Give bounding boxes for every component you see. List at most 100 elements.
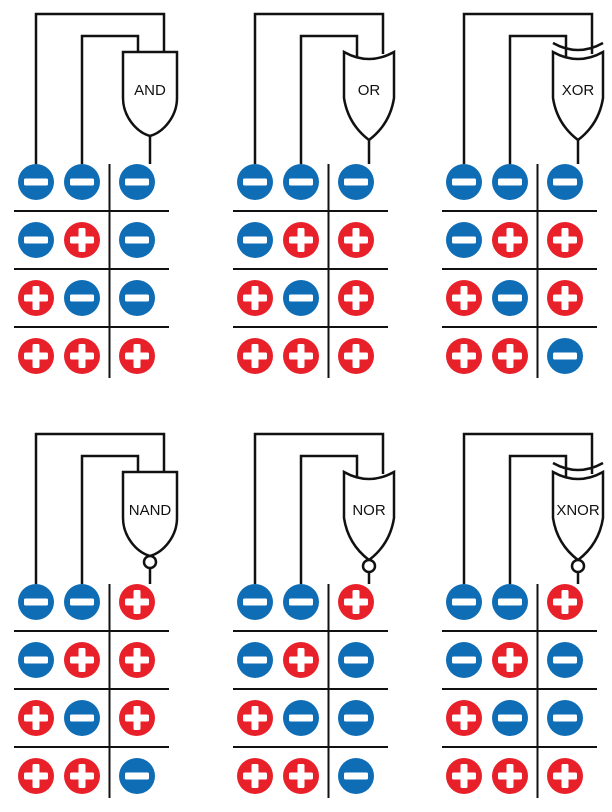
minus-icon bbox=[553, 178, 577, 186]
minus-token-3-0-1 bbox=[64, 584, 100, 620]
minus-icon bbox=[125, 294, 149, 302]
or-gate: OR bbox=[342, 49, 396, 142]
minus-icon bbox=[125, 772, 149, 780]
input-wire-a bbox=[253, 432, 385, 584]
plus-icon bbox=[289, 228, 313, 252]
plus-icon bbox=[243, 764, 267, 788]
plus-token-2-1-2 bbox=[547, 222, 583, 258]
input-wire-b bbox=[80, 34, 140, 164]
minus-token-2-2-1 bbox=[492, 280, 528, 316]
minus-token-4-0-0 bbox=[237, 584, 273, 620]
gate-label-or: OR bbox=[358, 82, 381, 99]
truth-table-row bbox=[446, 222, 583, 258]
plus-token-5-0-2 bbox=[547, 584, 583, 620]
input-wire-a bbox=[34, 12, 166, 164]
minus-token-3-3-2 bbox=[119, 758, 155, 794]
plus-token-4-0-2 bbox=[338, 584, 374, 620]
input-wire-a bbox=[462, 12, 594, 164]
minus-token-0-0-0 bbox=[18, 164, 54, 200]
minus-icon bbox=[70, 294, 94, 302]
plus-token-4-1-1 bbox=[283, 642, 319, 678]
minus-token-3-1-0 bbox=[18, 642, 54, 678]
truth-table-row bbox=[237, 280, 374, 316]
plus-icon bbox=[344, 286, 368, 310]
plus-token-0-2-0 bbox=[18, 280, 54, 316]
minus-icon bbox=[498, 598, 522, 606]
plus-token-5-3-1 bbox=[492, 758, 528, 794]
xor-input-arc bbox=[552, 41, 604, 52]
minus-token-5-2-2 bbox=[547, 700, 583, 736]
truth-table-or bbox=[237, 164, 374, 374]
nor-gate: NOR bbox=[342, 469, 396, 562]
plus-icon bbox=[452, 344, 476, 368]
minus-token-2-0-1 bbox=[492, 164, 528, 200]
plus-token-1-1-2 bbox=[338, 222, 374, 258]
plus-icon bbox=[553, 228, 577, 252]
minus-icon bbox=[289, 714, 313, 722]
input-wire-a bbox=[34, 432, 166, 584]
plus-icon bbox=[70, 648, 94, 672]
plus-token-0-3-2 bbox=[119, 338, 155, 374]
minus-icon bbox=[125, 236, 149, 244]
truth-table-row bbox=[18, 584, 155, 620]
plus-token-3-1-2 bbox=[119, 642, 155, 678]
inversion-bubble bbox=[361, 558, 377, 574]
plus-token-1-1-1 bbox=[283, 222, 319, 258]
truth-table-row bbox=[18, 758, 155, 794]
minus-token-4-2-1 bbox=[283, 700, 319, 736]
xor-gate: XOR bbox=[551, 41, 605, 142]
inversion-bubble bbox=[142, 554, 158, 570]
plus-icon bbox=[452, 286, 476, 310]
minus-icon bbox=[344, 772, 368, 780]
minus-token-5-1-0 bbox=[446, 642, 482, 678]
input-wire-b bbox=[80, 454, 140, 584]
plus-icon bbox=[452, 706, 476, 730]
plus-token-2-3-1 bbox=[492, 338, 528, 374]
minus-icon bbox=[70, 714, 94, 722]
plus-token-2-2-2 bbox=[547, 280, 583, 316]
minus-token-4-1-2 bbox=[338, 642, 374, 678]
minus-icon bbox=[498, 714, 522, 722]
minus-token-1-2-1 bbox=[283, 280, 319, 316]
plus-token-1-3-0 bbox=[237, 338, 273, 374]
minus-token-2-0-0 bbox=[446, 164, 482, 200]
minus-icon bbox=[452, 598, 476, 606]
minus-icon bbox=[498, 294, 522, 302]
minus-token-5-0-0 bbox=[446, 584, 482, 620]
gate-label-xnor: XNOR bbox=[556, 502, 600, 519]
minus-icon bbox=[553, 656, 577, 664]
minus-token-4-1-0 bbox=[237, 642, 273, 678]
truth-table-row bbox=[446, 758, 583, 794]
plus-token-3-1-1 bbox=[64, 642, 100, 678]
plus-icon bbox=[553, 590, 577, 614]
minus-icon bbox=[243, 598, 267, 606]
minus-token-2-0-2 bbox=[547, 164, 583, 200]
minus-icon bbox=[344, 178, 368, 186]
minus-icon bbox=[553, 714, 577, 722]
truth-table-row bbox=[18, 642, 155, 678]
truth-table-row bbox=[237, 642, 374, 678]
truth-table-row bbox=[237, 164, 374, 200]
plus-token-1-2-0 bbox=[237, 280, 273, 316]
plus-token-0-3-1 bbox=[64, 338, 100, 374]
minus-icon bbox=[553, 352, 577, 360]
minus-icon bbox=[243, 656, 267, 664]
input-wire-b bbox=[508, 454, 568, 584]
minus-token-0-2-2 bbox=[119, 280, 155, 316]
gate-label-xor: XOR bbox=[562, 82, 595, 99]
minus-token-1-0-0 bbox=[237, 164, 273, 200]
minus-token-0-1-2 bbox=[119, 222, 155, 258]
truth-table-row bbox=[446, 164, 583, 200]
minus-token-5-2-1 bbox=[492, 700, 528, 736]
gate-label-nand: NAND bbox=[129, 502, 172, 519]
input-wire-b bbox=[508, 34, 568, 164]
minus-icon bbox=[498, 178, 522, 186]
plus-icon bbox=[344, 590, 368, 614]
minus-icon bbox=[452, 178, 476, 186]
gate-panel-nor: NOR bbox=[233, 432, 396, 798]
truth-table-row bbox=[237, 700, 374, 736]
plus-icon bbox=[289, 344, 313, 368]
minus-icon bbox=[452, 236, 476, 244]
plus-token-4-3-1 bbox=[283, 758, 319, 794]
